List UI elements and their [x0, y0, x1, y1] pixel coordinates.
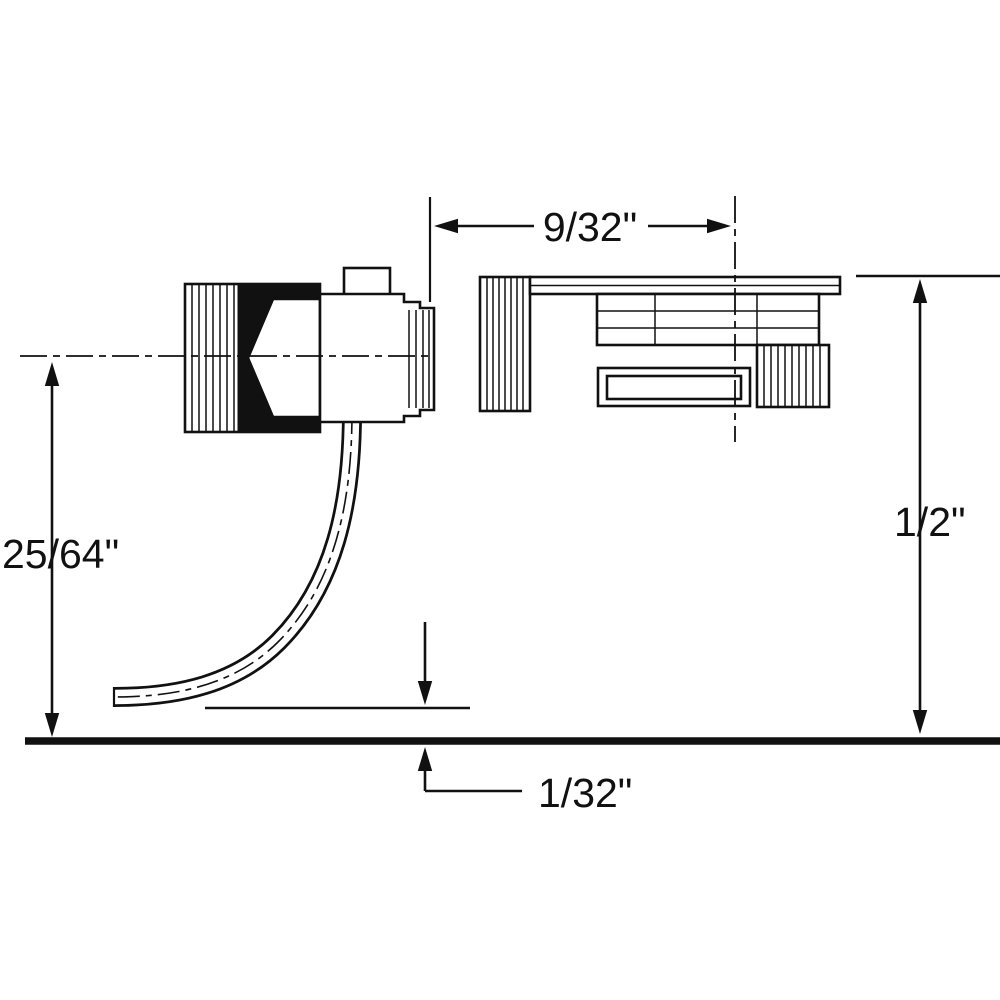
arrowhead-down-icon [912, 710, 928, 734]
arrowhead-up-icon [912, 279, 928, 303]
arrowhead-up-icon [44, 362, 60, 386]
trip-pin [112, 411, 362, 707]
dim-left-height: 25/64" [2, 362, 119, 737]
head-lower-block-inner [605, 374, 743, 401]
dim-label-left-height: 25/64" [2, 531, 119, 577]
shank-body [318, 292, 436, 424]
centerlines [20, 196, 736, 442]
arrowhead-up-icon [417, 747, 433, 771]
coupler-head [478, 275, 842, 413]
head-upper-block-lines [597, 294, 819, 345]
dim-label-top-width: 9/32" [543, 204, 637, 250]
head-right-block-hatching [763, 345, 821, 407]
dim-label-right-height: 1/2" [894, 499, 966, 545]
draft-gear-box [183, 282, 322, 434]
trip-pin-centerline [113, 411, 353, 698]
coupler-shank [318, 266, 436, 424]
arrowhead-left-icon [434, 218, 458, 234]
head-right-block [755, 343, 831, 409]
head-upper-block [595, 292, 821, 347]
dim-label-bottom-gap: 1/32" [538, 770, 632, 816]
arrowhead-right-icon [707, 218, 731, 234]
dim-bottom-gap: 1/32" [205, 622, 632, 816]
dim-right-height: 1/2" [856, 274, 1000, 734]
shank-end-hatching [408, 310, 430, 408]
arrowhead-down-icon [417, 681, 433, 705]
gear-box-hatching [191, 284, 235, 432]
arrowhead-down-icon [44, 713, 60, 737]
head-left-bar-hatching [486, 277, 524, 411]
dim-top-width: 9/32" [428, 197, 731, 302]
